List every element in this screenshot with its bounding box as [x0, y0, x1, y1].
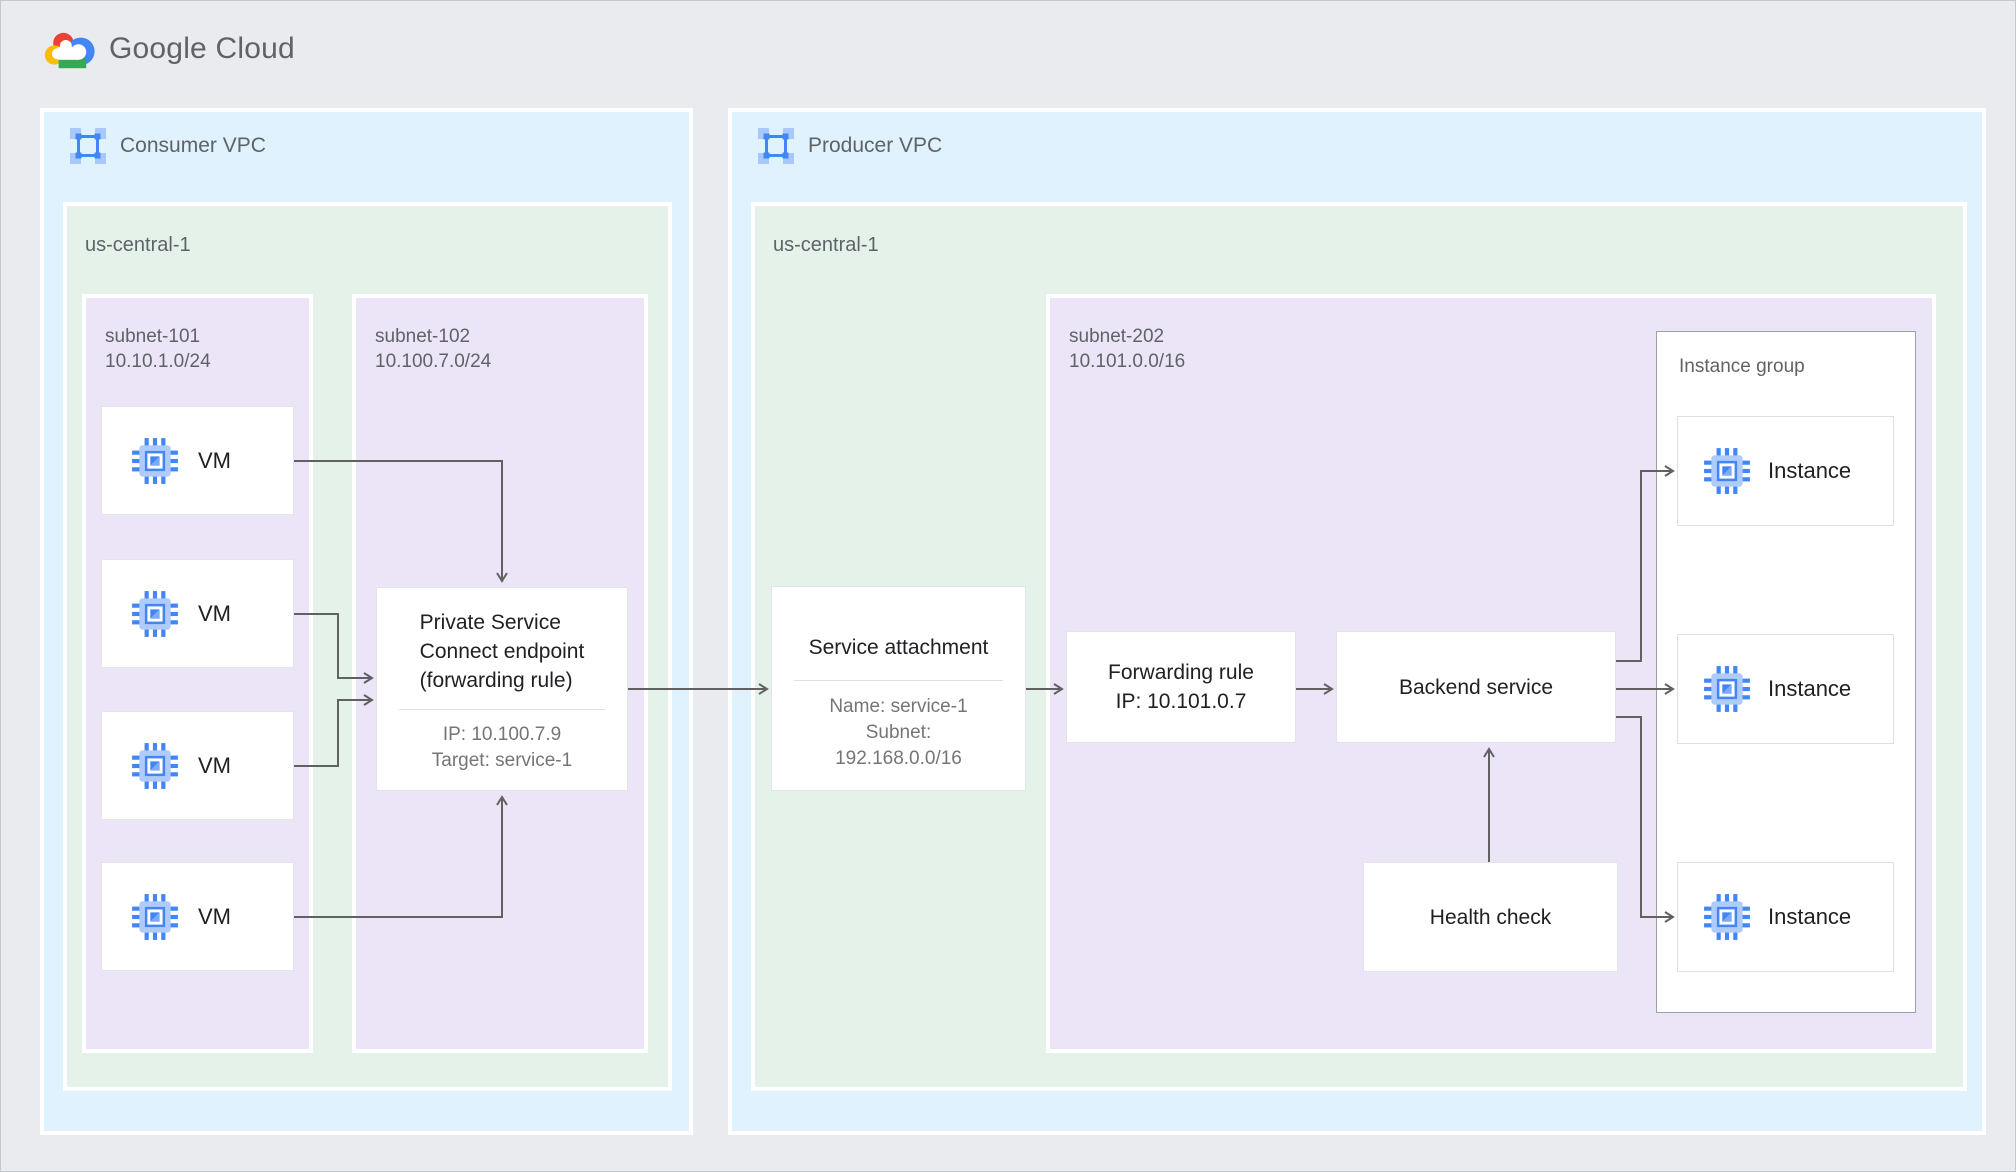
service-attachment-subnet-label: Subnet: [865, 722, 932, 743]
service-attachment-subnet-cidr: 192.168.0.0/16 [835, 748, 962, 769]
instance-node-2: Instance [1677, 634, 1894, 744]
google-cloud-logo-icon [44, 32, 95, 69]
vm-label: VM [198, 447, 231, 473]
producer-vpc-title: Producer VPC [808, 134, 943, 157]
vm-label: VM [198, 600, 231, 626]
compute-engine-icon [130, 892, 180, 942]
producer-vpc-header: Producer VPC [758, 128, 942, 164]
health-check-node: Health check [1363, 862, 1618, 972]
subnet-202-name: subnet-202 [1069, 326, 1165, 347]
psc-endpoint-node: Private Service Connect endpoint (forwar… [376, 587, 628, 791]
google-cloud-logo-text: Google Cloud [109, 32, 295, 65]
instance-node-3: Instance [1677, 862, 1894, 972]
instance-group-label: Instance group [1679, 356, 1805, 377]
psc-endpoint-target: Target: service-1 [431, 750, 573, 771]
instance-label: Instance [1768, 458, 1852, 483]
subnet-101-cidr: 10.10.1.0/24 [105, 351, 211, 372]
compute-engine-icon [1702, 892, 1752, 942]
psc-endpoint-title: Private Service Connect endpoint (forwar… [419, 611, 585, 692]
compute-engine-icon [1702, 446, 1752, 496]
psc-endpoint-ip: IP: 10.100.7.9 [442, 724, 562, 745]
vm-node-4: VM [101, 862, 294, 971]
vpc-network-icon [758, 128, 794, 164]
consumer-vpc-title: Consumer VPC [120, 134, 266, 157]
backend-service-label: Backend service [1398, 675, 1554, 699]
service-attachment-details: Name: service-1 Subnet: 192.168.0.0/16 [829, 694, 967, 772]
subnet-102-label: subnet-102 10.100.7.0/24 [375, 324, 491, 374]
instance-label: Instance [1768, 904, 1852, 929]
instance-node-1: Instance [1677, 416, 1894, 526]
subnet-202-label: subnet-202 10.101.0.0/16 [1069, 324, 1185, 374]
divider [794, 680, 1003, 681]
producer-region-label: us-central-1 [773, 234, 879, 256]
instance-label: Instance [1768, 676, 1852, 701]
service-attachment-node: Service attachment Name: service-1 Subne… [771, 586, 1026, 791]
vm-node-1: VM [101, 406, 294, 515]
subnet-101-name: subnet-101 [105, 326, 201, 347]
compute-engine-icon [130, 436, 180, 486]
health-check-label: Health check [1429, 905, 1552, 929]
service-attachment-title: Service attachment [808, 636, 989, 659]
consumer-region-label: us-central-1 [85, 234, 191, 256]
service-attachment-name: Name: service-1 [829, 696, 968, 717]
compute-engine-icon [1702, 664, 1752, 714]
subnet-102-cidr: 10.100.7.0/24 [375, 351, 492, 372]
divider [399, 709, 605, 710]
subnet-202-cidr: 10.101.0.0/16 [1069, 351, 1186, 372]
forwarding-rule-ip: IP: 10.101.0.7 [1115, 690, 1247, 713]
forwarding-rule-title: Forwarding rule [1108, 661, 1254, 684]
consumer-vpc-header: Consumer VPC [70, 128, 266, 164]
subnet-101-label: subnet-101 10.10.1.0/24 [105, 324, 211, 374]
psc-endpoint-details: IP: 10.100.7.9 Target: service-1 [432, 722, 572, 774]
compute-engine-icon [130, 741, 180, 791]
vm-label: VM [198, 752, 231, 778]
vm-node-3: VM [101, 711, 294, 820]
subnet-102-name: subnet-102 [375, 326, 471, 347]
vm-node-2: VM [101, 559, 294, 668]
vpc-network-icon [70, 128, 106, 164]
vm-label: VM [198, 903, 231, 929]
forwarding-rule-node: Forwarding rule IP: 10.101.0.7 [1066, 631, 1296, 743]
compute-engine-icon [130, 589, 180, 639]
backend-service-node: Backend service [1336, 631, 1616, 743]
google-cloud-logo: Google Cloud [43, 27, 295, 71]
